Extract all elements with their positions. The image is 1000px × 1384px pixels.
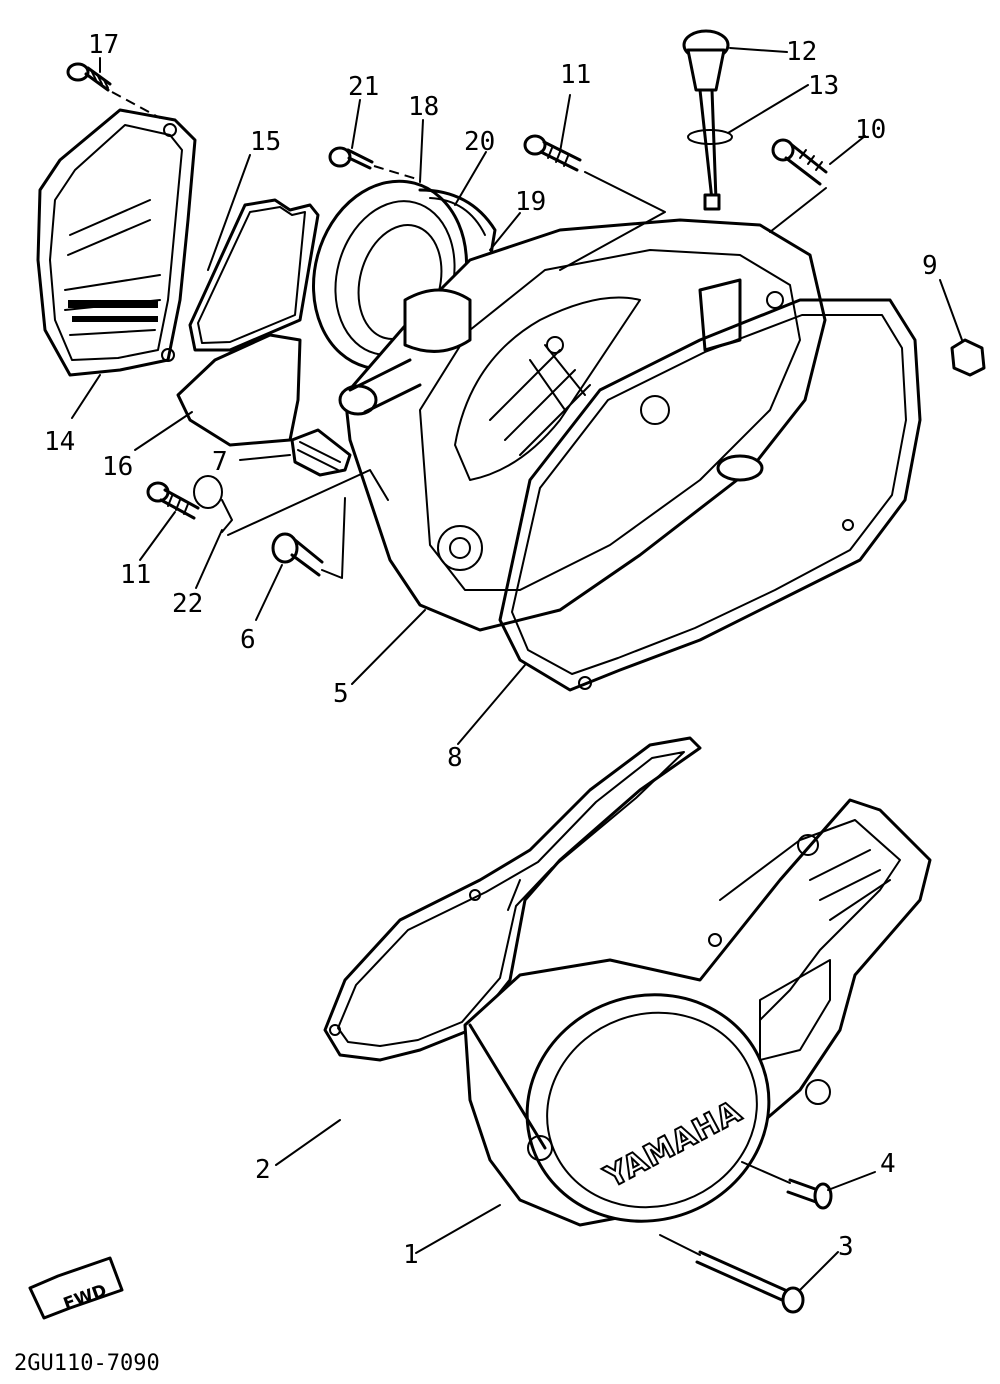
part-9-plug xyxy=(950,338,986,377)
label-part-11-upper: 11 xyxy=(560,60,591,90)
label-part-2: 2 xyxy=(255,1155,271,1185)
label-part-15: 15 xyxy=(250,127,281,157)
label-part-22: 22 xyxy=(172,589,203,619)
label-part-7: 7 xyxy=(212,447,228,477)
label-part-8: 8 xyxy=(447,743,463,773)
part-number-labels: 1 2 3 4 5 6 7 8 9 10 11 11 12 13 14 15 1… xyxy=(44,30,938,1270)
part-22-clip xyxy=(193,469,389,536)
label-part-13: 13 xyxy=(808,71,839,101)
part-12-dipstick xyxy=(682,29,730,211)
part-16-plate xyxy=(176,333,302,447)
label-part-11-lower: 11 xyxy=(120,560,151,590)
label-part-10: 10 xyxy=(855,115,886,145)
label-part-19: 19 xyxy=(515,187,546,217)
label-part-12: 12 xyxy=(786,37,817,67)
drawing-code: 2GU110-7090 xyxy=(14,1351,160,1376)
leader-lines xyxy=(71,47,963,1291)
part-21-bolt xyxy=(328,146,421,181)
label-part-6: 6 xyxy=(240,625,256,655)
part-15-gasket xyxy=(188,198,320,352)
label-part-3: 3 xyxy=(838,1232,854,1262)
forward-direction-badge: FWD xyxy=(28,1256,124,1320)
part-8-gasket xyxy=(498,298,922,692)
part-11-upper-bolt xyxy=(523,134,666,271)
label-part-16: 16 xyxy=(102,452,133,482)
label-part-20: 20 xyxy=(464,127,495,157)
part-11-lower-bolt xyxy=(146,481,200,520)
part-7-filter xyxy=(290,428,352,477)
part-10-bolt xyxy=(769,138,828,233)
label-part-21: 21 xyxy=(348,72,379,102)
label-part-14: 14 xyxy=(44,427,75,457)
label-part-18: 18 xyxy=(408,92,439,122)
part-17-bolt xyxy=(66,62,161,119)
label-part-17: 17 xyxy=(88,30,119,60)
part-6-bolt xyxy=(271,497,346,579)
part-13-o-ring xyxy=(687,129,733,145)
part-14-sprocket-cover xyxy=(36,108,197,377)
label-part-1: 1 xyxy=(403,1240,419,1270)
label-part-4: 4 xyxy=(880,1149,896,1179)
label-part-5: 5 xyxy=(333,679,349,709)
part-4-bolt xyxy=(741,1161,833,1210)
part-3-bolt xyxy=(659,1234,805,1314)
part-5-crankcase-cover xyxy=(338,218,827,632)
part-1-clutch-cover: YAMAHA xyxy=(463,798,932,1227)
label-part-9: 9 xyxy=(922,251,938,281)
